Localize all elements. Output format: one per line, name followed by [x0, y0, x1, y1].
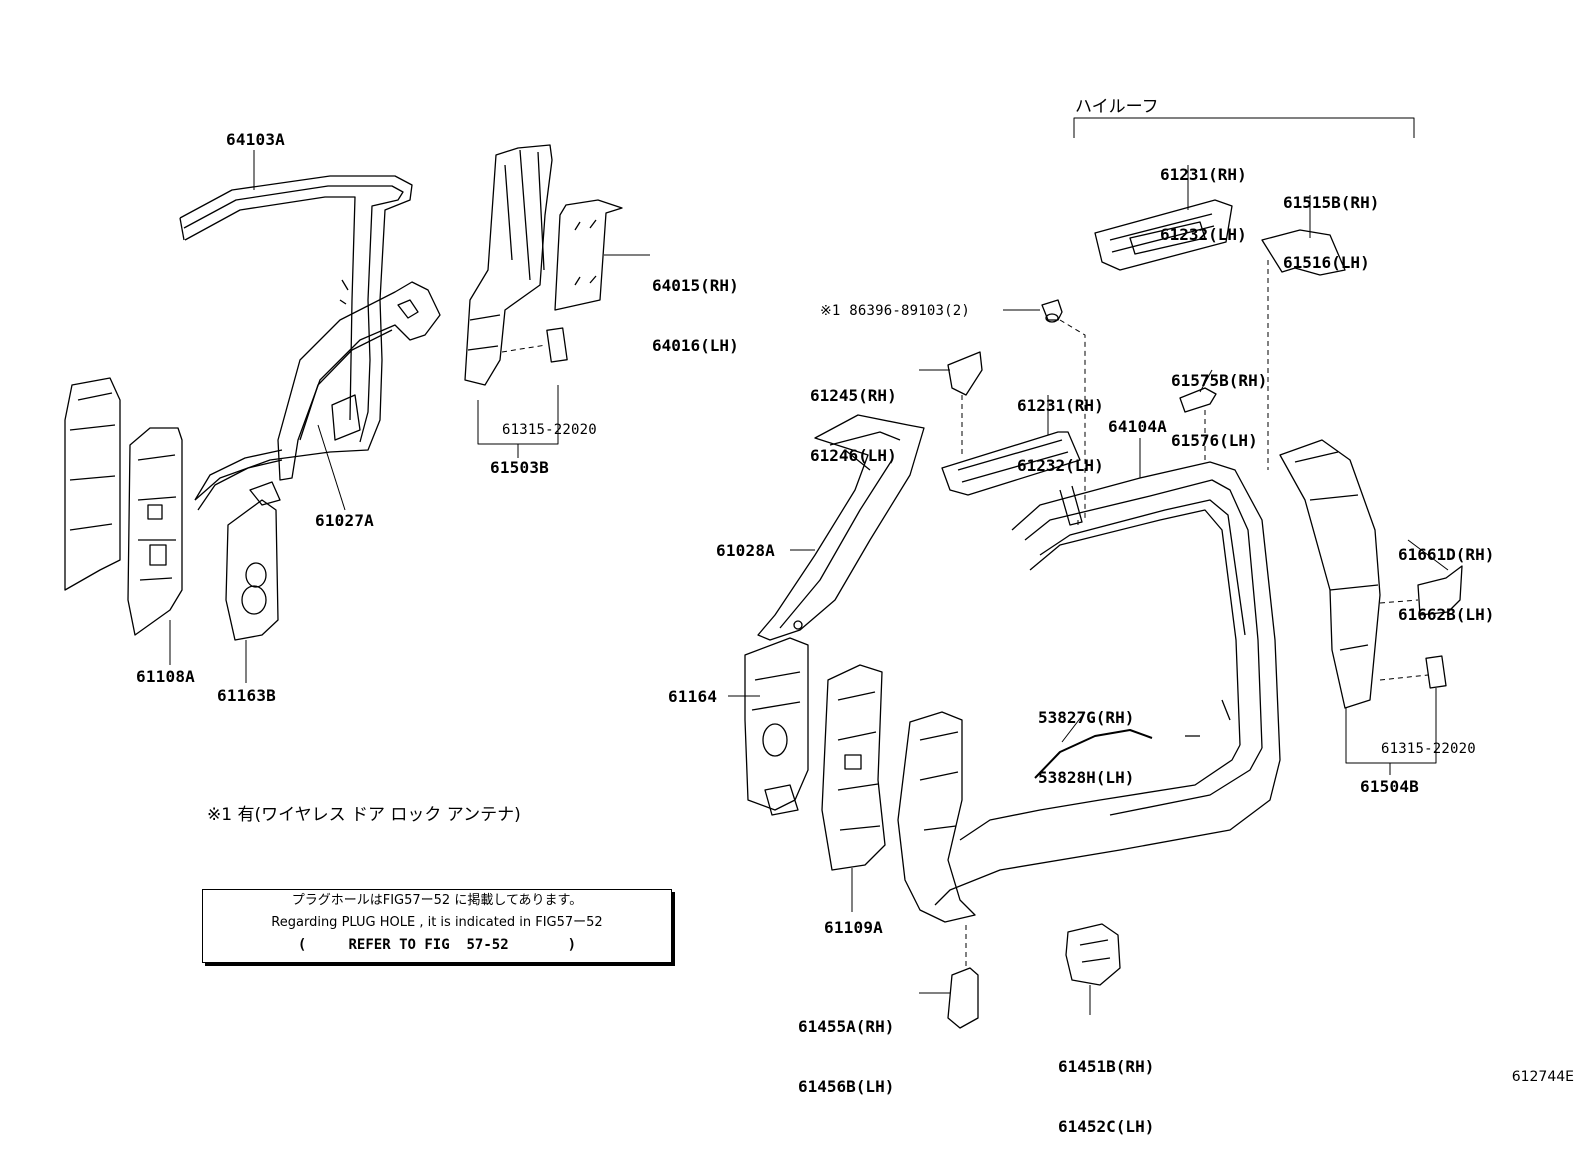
label-61027A: 61027A	[315, 511, 374, 530]
part-61451B-shape	[1065, 923, 1121, 986]
part-61231-top-shape	[1094, 199, 1233, 271]
label-61456B-lh: 61456B(LH)	[798, 1077, 895, 1096]
plug-hole-note-en: Regarding PLUG HOLE , it is indicated in…	[271, 915, 603, 930]
part-61027A-shape	[194, 281, 441, 511]
part-61455A-shape	[947, 967, 979, 1029]
part-61315-right-shape	[1425, 655, 1447, 689]
part-61515B-shape	[1261, 229, 1346, 276]
label-61516-lh: 61516(LH)	[1283, 253, 1370, 272]
label-61315-left: 61315-22020	[502, 422, 597, 438]
part-53827G-shape	[1034, 729, 1153, 779]
label-61575B-rh: 61575B(RH)	[1171, 371, 1268, 390]
part-61028A-shape	[757, 414, 925, 641]
plug-hole-note-box: プラグホールはFIG57ー52 に掲載してあります。 Regarding PLU…	[202, 889, 672, 963]
figure-code: 612744E	[1511, 1069, 1574, 1085]
label-61452C-lh: 61452C(LH)	[1058, 1117, 1155, 1136]
label-61504B: 61504B	[1360, 777, 1419, 796]
label-64015-rh: 64015(RH)	[652, 276, 739, 295]
part-61503B-shape	[464, 144, 553, 386]
label-64015: 64015(RH) 64016(LH)	[652, 236, 739, 376]
part-61109A-shape	[821, 664, 886, 871]
label-64104A: 64104A	[1108, 417, 1167, 436]
label-61515B: 61515B(RH) 61516(LH)	[1283, 153, 1379, 293]
label-61163B: 61163B	[217, 686, 276, 705]
label-61232-mid-lh: 61232(LH)	[1017, 456, 1104, 475]
plug-hole-refer: ( REFER TO FIG 57-52 )	[297, 937, 577, 953]
label-61661D-rh: 61661D(RH)	[1398, 545, 1495, 564]
label-61503B: 61503B	[490, 458, 549, 477]
part-61245-shape	[947, 351, 983, 396]
label-61232-top-lh: 61232(LH)	[1160, 225, 1247, 244]
part-61661D-shape	[1417, 565, 1463, 616]
label-61164: 61164	[668, 687, 718, 706]
label-61231-top: 61231(RH) 61232(LH)	[1160, 125, 1247, 265]
label-61028A: 61028A	[716, 541, 775, 560]
label-53827G-rh: 53827G(RH)	[1038, 708, 1135, 727]
part-64015-shape	[554, 199, 623, 311]
label-53828H-lh: 53828H(LH)	[1038, 768, 1135, 787]
label-61109A: 61109A	[824, 918, 883, 937]
part-61108A-shape	[64, 377, 183, 636]
label-64016-lh: 64016(LH)	[652, 336, 739, 355]
part-61163B-shape	[225, 481, 281, 641]
label-61515B-rh: 61515B(RH)	[1283, 193, 1380, 212]
label-64103A: 64103A	[226, 130, 285, 149]
label-61231-top-rh: 61231(RH)	[1160, 165, 1247, 184]
parts-line-art	[64, 117, 1463, 1029]
high-roof-label: ハイルーフ	[1075, 97, 1159, 117]
plug-hole-note-jp: プラグホールはFIG57ー52 に掲載してあります。	[291, 893, 583, 908]
label-61245-rh: 61245(RH)	[810, 386, 897, 405]
leader-lines	[169, 117, 1449, 1015]
label-61455A: 61455A(RH) 61456B(LH)	[798, 977, 894, 1117]
part-61315-left-shape	[546, 327, 568, 363]
label-61231-mid-rh: 61231(RH)	[1017, 396, 1104, 415]
label-61576-lh: 61576(LH)	[1171, 431, 1258, 450]
antenna-note: ※1 有(ワイヤレス ドア ロック アンテナ)	[207, 805, 521, 825]
label-61245: 61245(RH) 61246(LH)	[810, 346, 897, 486]
label-61315-right: 61315-22020	[1381, 741, 1476, 757]
dashed-lines	[501, 260, 1429, 968]
label-61451B-rh: 61451B(RH)	[1058, 1057, 1155, 1076]
label-61246-lh: 61246(LH)	[810, 446, 897, 465]
label-61455A-rh: 61455A(RH)	[798, 1017, 895, 1036]
label-61108A: 61108A	[136, 667, 195, 686]
label-61661D: 61661D(RH) 61662B(LH)	[1398, 505, 1494, 645]
part-86396-clip-shape	[1041, 299, 1063, 323]
part-61504B-shape	[1279, 439, 1381, 709]
part-61231-mid-shape	[941, 431, 1081, 496]
label-61231-mid: 61231(RH) 61232(LH)	[1017, 356, 1104, 496]
part-inner-pillar-shape	[897, 711, 976, 923]
label-61662B-lh: 61662B(LH)	[1398, 605, 1495, 624]
label-53827G: 53827G(RH) 53828H(LH)	[1038, 668, 1134, 808]
label-61451B: 61451B(RH) 61452C(LH)	[1058, 1017, 1154, 1157]
label-86396-clip: ※1 86396-89103(2)	[820, 303, 970, 319]
part-64104A-shape	[934, 461, 1281, 906]
parts-diagram	[64, 117, 1463, 1029]
label-61575B: 61575B(RH) 61576(LH)	[1171, 331, 1267, 471]
part-61164-shape	[744, 637, 809, 816]
